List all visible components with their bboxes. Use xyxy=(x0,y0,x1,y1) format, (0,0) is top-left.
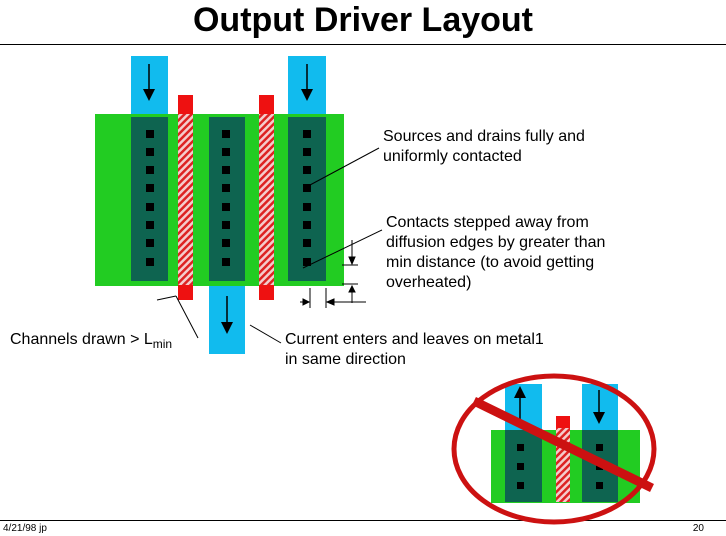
annotation-sources-drains: Sources and drains fully and uniformly c… xyxy=(383,127,585,167)
contacts-right xyxy=(303,130,311,266)
annotation-contacts-line4: overheated) xyxy=(386,274,472,291)
contacts-middle xyxy=(222,130,230,266)
current-arrows xyxy=(143,64,313,334)
annotation-contacts: Contacts stepped away from diffusion edg… xyxy=(386,213,605,293)
prohibited-example xyxy=(451,373,657,525)
annotation-sources-drains-line2: uniformly contacted xyxy=(383,148,522,165)
page-number: 20 xyxy=(692,523,704,534)
poly-gate-left xyxy=(178,110,193,296)
annotation-channels-subscript: min xyxy=(152,337,173,352)
annotation-current: Current enters and leaves on metal1 in s… xyxy=(285,330,544,370)
leader-channels xyxy=(175,295,199,339)
prohibition-slash xyxy=(472,396,654,493)
metal-source-strip-right xyxy=(288,117,326,281)
leader-sources-drains xyxy=(309,147,380,186)
metal-source-strip-left xyxy=(131,117,168,281)
metal-drain-strip-middle xyxy=(209,117,245,281)
bad-poly-contact xyxy=(556,416,570,428)
main-transistor-layout xyxy=(95,56,344,354)
poly-contact-bottom-left xyxy=(178,285,193,300)
title-divider xyxy=(0,44,726,45)
annotation-contacts-line3: min distance (to avoid getting xyxy=(386,254,595,271)
leader-lines xyxy=(156,147,383,344)
annotation-contacts-line1: Contacts stepped away from xyxy=(386,214,589,231)
slide-title: Output Driver Layout xyxy=(192,1,534,39)
annotation-channels-text: Channels drawn > L xyxy=(10,331,153,348)
prohibition-circle xyxy=(451,373,657,525)
leader-current xyxy=(249,324,282,344)
poly-gate-right xyxy=(259,110,274,296)
annotation-current-line2: in same direction xyxy=(285,351,406,368)
footer-date: 4/21/98 jp xyxy=(3,523,47,534)
poly-contact-bottom-right xyxy=(259,285,274,300)
annotation-contacts-line2: diffusion edges by greater than xyxy=(386,234,606,251)
contacts-left xyxy=(146,130,154,266)
leader-channels-2 xyxy=(156,295,177,301)
poly-contact-top-right xyxy=(259,95,274,114)
annotation-channels: Channels drawn > Lmin xyxy=(10,330,172,354)
leader-contacts xyxy=(302,229,383,269)
annotation-sources-drains-line1: Sources and drains fully and xyxy=(383,128,585,145)
poly-contact-top-left xyxy=(178,95,193,114)
footer-divider xyxy=(0,520,726,521)
annotation-current-line1: Current enters and leaves on metal1 xyxy=(285,331,544,348)
dimension-marks xyxy=(300,240,366,308)
